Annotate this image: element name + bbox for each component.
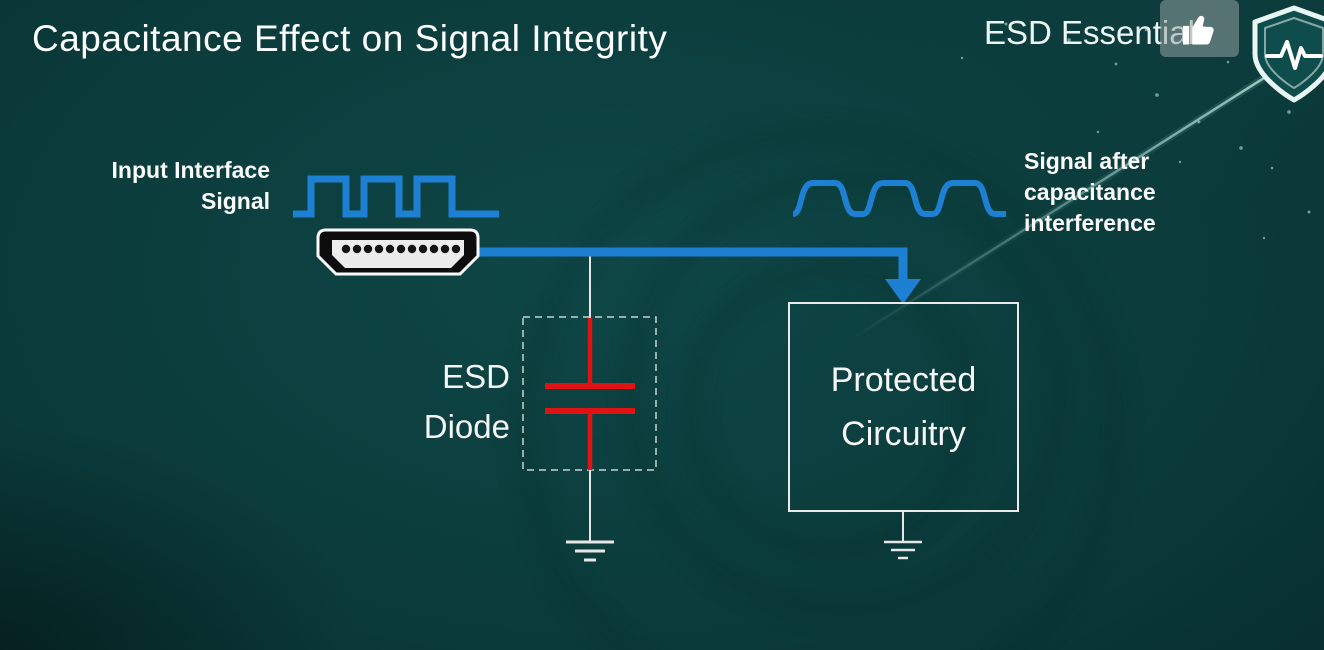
signal-bus-line <box>474 247 921 304</box>
output-signal-label-line3: interference <box>1024 210 1156 236</box>
protected-circuitry-box <box>788 302 1019 512</box>
input-signal-label: Input Interface Signal <box>58 155 270 217</box>
output-signal-label: Signal after capacitance interference <box>1024 146 1156 239</box>
esd-diode-label: ESD Diode <box>368 352 510 452</box>
output-signal-label-line2: capacitance <box>1024 179 1156 205</box>
input-square-wave <box>293 175 499 218</box>
esd-capacitor-symbol <box>545 318 635 470</box>
light-streak <box>848 37 1324 343</box>
particle-dots <box>960 22 1311 240</box>
background-swirl <box>512 122 1128 650</box>
esd-diode-label-line2: Diode <box>423 408 510 445</box>
shield-logo <box>1247 2 1324 111</box>
output-distorted-wave <box>791 180 1006 217</box>
output-signal-label-line1: Signal after <box>1024 148 1150 174</box>
esd-diode-label-line1: ESD <box>442 358 510 395</box>
arrowhead <box>885 279 921 304</box>
slide-title: Capacitance Effect on Signal Integrity <box>32 18 668 59</box>
shield-pulse-icon <box>1252 5 1324 103</box>
thumbs-up-badge <box>1160 0 1239 57</box>
capacitor-ground-symbol <box>566 470 614 562</box>
protected-circuitry-label-line2: Circuitry <box>841 415 966 453</box>
hdmi-connector-icon <box>316 228 480 276</box>
protected-box-ground-symbol <box>884 511 922 560</box>
input-signal-label-line1: Input Interface <box>111 157 270 183</box>
protected-circuitry-label-line1: Protected <box>830 360 977 399</box>
input-signal-label-line2: Signal <box>200 188 270 214</box>
thumbs-up-icon <box>1182 15 1214 44</box>
protected-circuitry-label: Protected Circuitry <box>789 303 1018 511</box>
